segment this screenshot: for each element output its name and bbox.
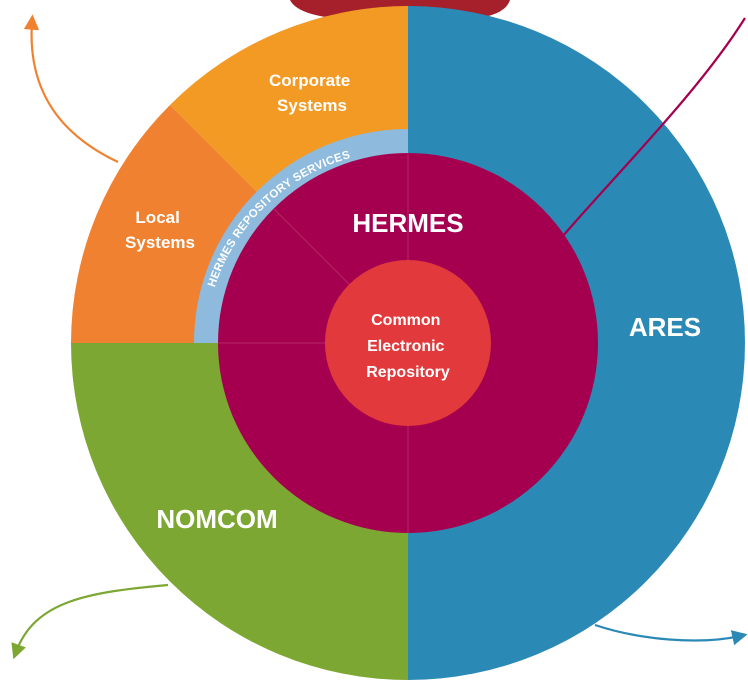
core-circle [325, 260, 491, 426]
nomcom-label: NOMCOM [156, 504, 277, 534]
arrow-orange [23, 14, 119, 163]
arrow-blue [594, 623, 748, 646]
ares-label: ARES [629, 312, 701, 342]
arrow-green [11, 583, 169, 660]
core-label: Common Electronic Repository [366, 312, 450, 381]
arrow-magenta [561, 17, 746, 238]
corporate-systems-label: Corporate Systems [269, 71, 355, 115]
local-systems-label: Local Systems [125, 208, 195, 252]
hermes-dividers [218, 153, 409, 533]
hermes-label: HERMES [352, 208, 463, 238]
